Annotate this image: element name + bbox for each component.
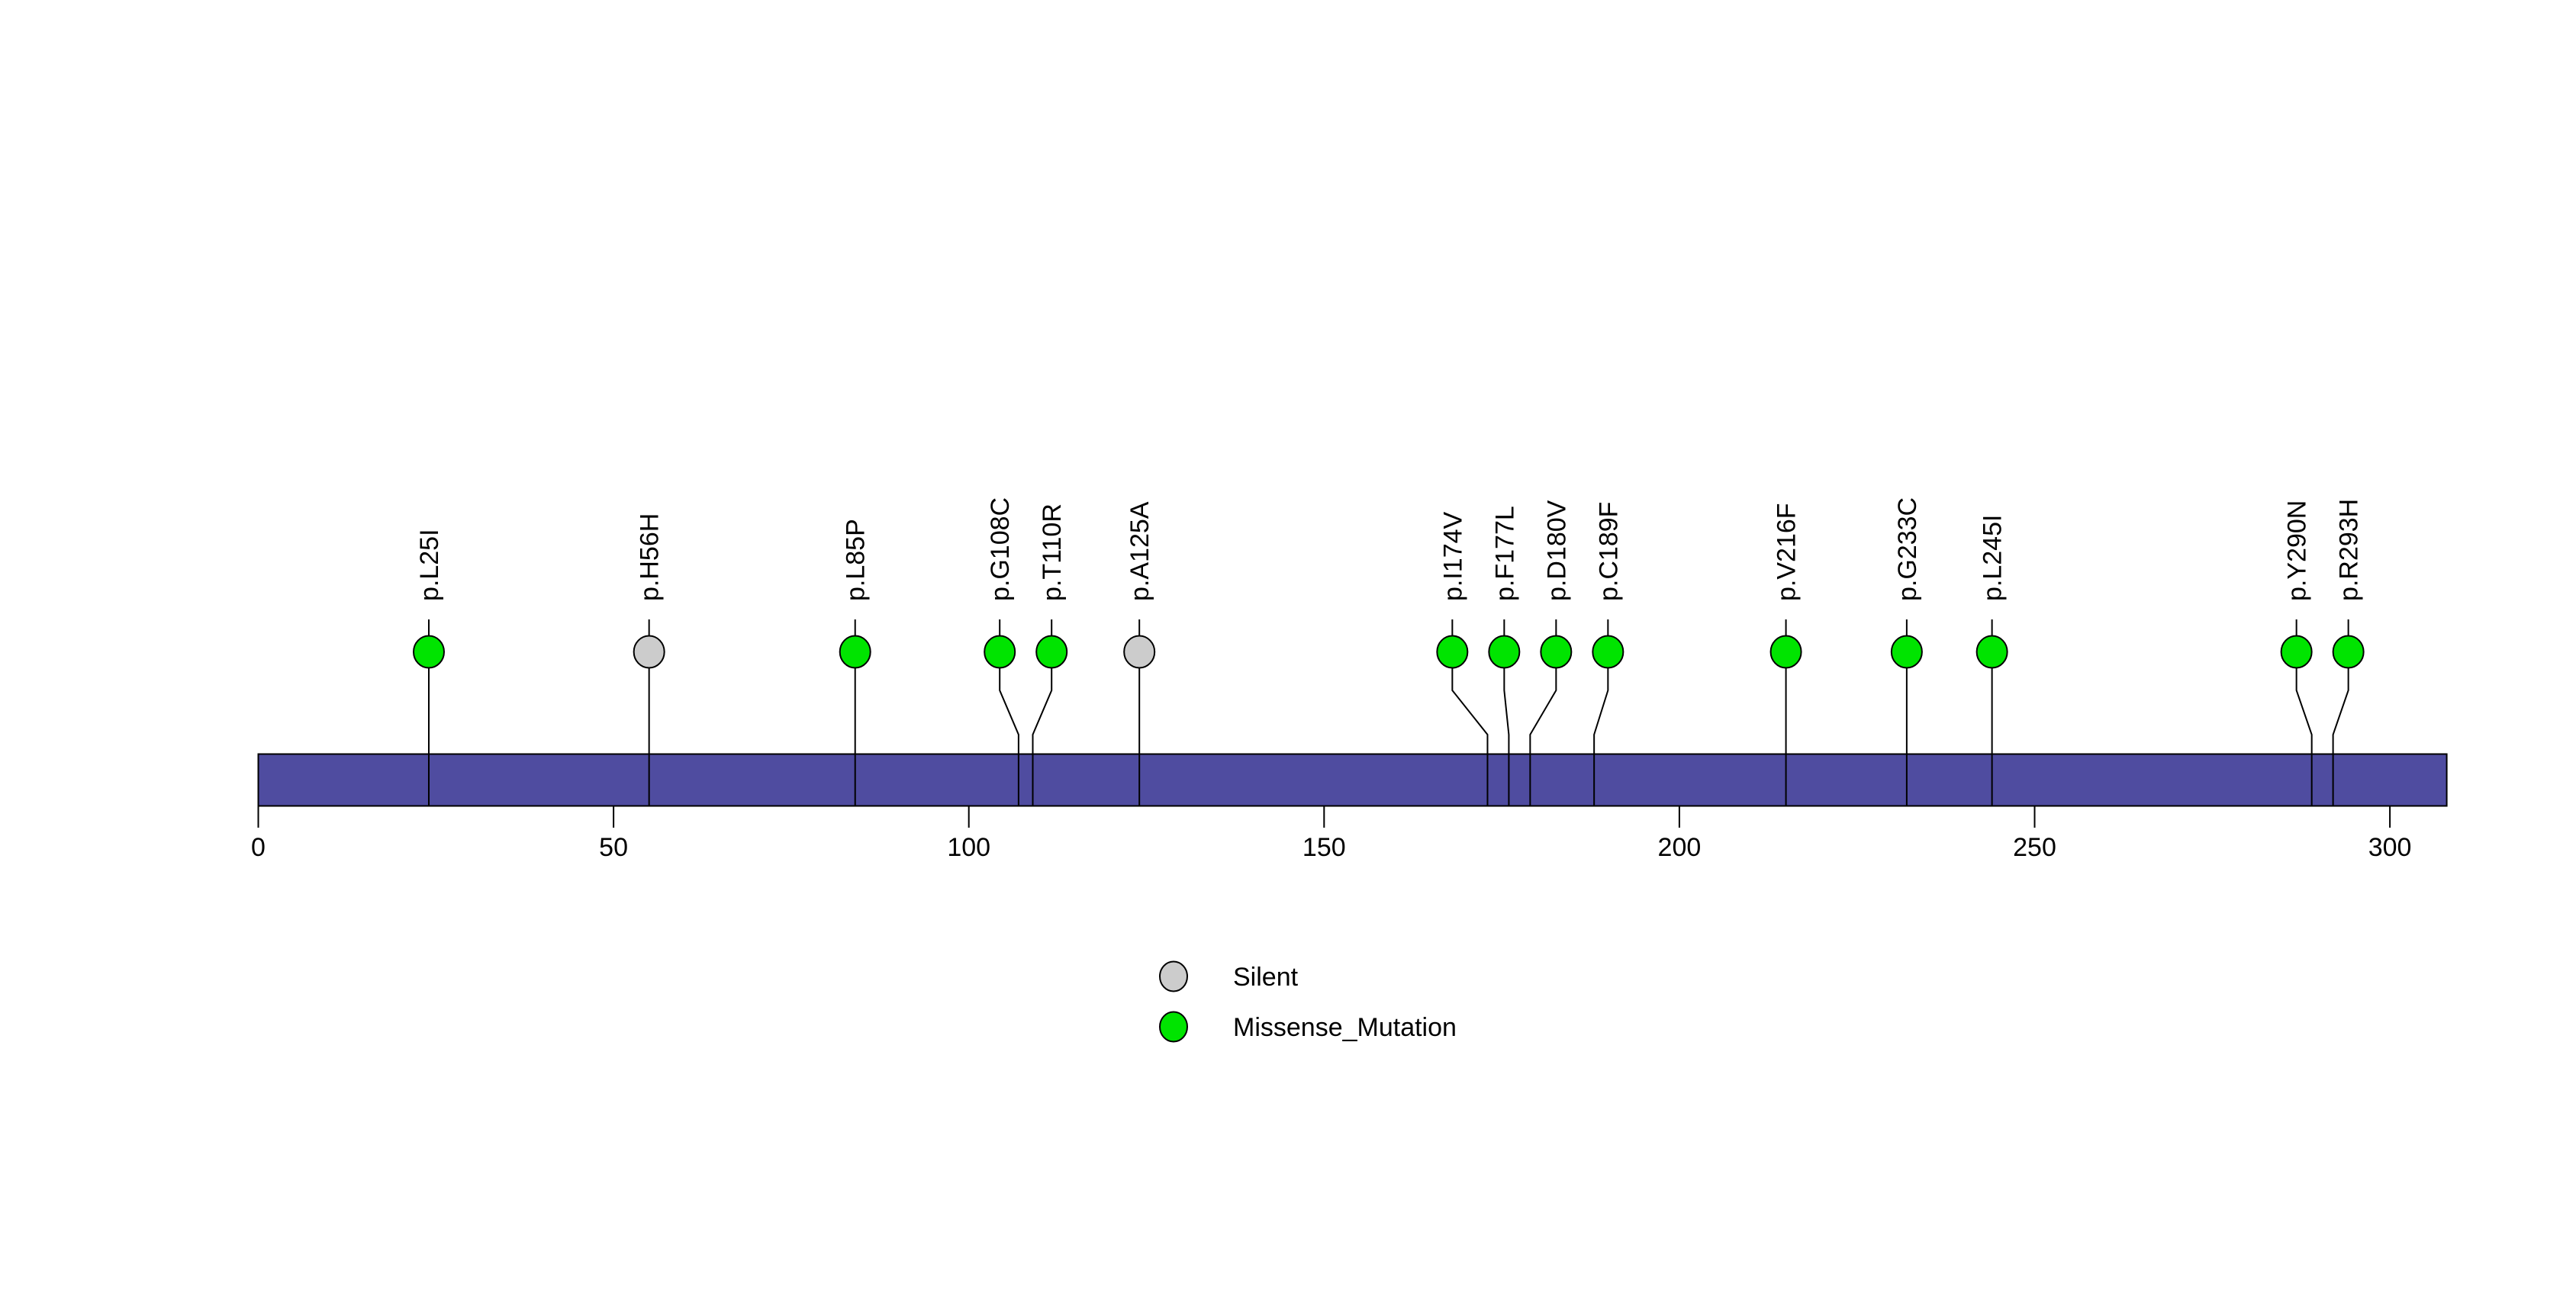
mutation-label: p.A125A [1125,501,1154,601]
mutation-circle [1769,635,1802,669]
mutation-label: p.F177L [1490,506,1519,601]
mutation-circle [633,635,665,669]
mutation-circle [2280,635,2313,669]
mutation-circle [1035,635,1068,669]
mutation-circle [1890,635,1923,669]
mutation-label: p.L85P [842,519,871,601]
mutation-label: p.R293H [2335,499,2364,601]
mutation-circle [1975,635,2008,669]
x-axis: 0 50 100 150 200 250 300 [251,806,2412,862]
mutation-circle [412,635,445,669]
mutation-label: p.Y290N [2283,500,2312,601]
axis-tick-label: 200 [1658,833,1702,862]
mutation-circle [1436,635,1469,669]
axis-tick-label: 250 [2013,833,2056,862]
mutation-circles [412,635,2365,669]
mutation-circle [2332,635,2365,669]
mutation-label: p.V216F [1773,503,1802,601]
legend-swatch-silent [1159,960,1188,992]
axis-tick-label: 50 [599,833,628,862]
mutation-circle [1540,635,1573,669]
mutation-labels: p.L25I p.H56H p.L85P p.G108C p.T110R p.A125A p… [415,497,2364,601]
mutation-label: p.G108C [986,497,1015,601]
axis-tick-label: 100 [947,833,990,862]
mutation-label: p.L245I [1979,515,2008,601]
mutation-circle [1592,635,1624,669]
protein-bar [257,753,2448,807]
mutation-label: p.H56H [636,513,665,601]
mutation-label: p.C189F [1594,502,1623,601]
mutation-label: p.L25I [415,529,444,601]
mutation-circle [1488,635,1521,669]
axis-tick-label: 150 [1302,833,1346,862]
axis-tick-label: 300 [2368,833,2412,862]
legend-label: Missense_Mutation [1233,1013,1457,1042]
mutation-circle [984,635,1016,669]
axis-tick-label: 0 [251,833,266,862]
legend-label: Silent [1233,963,1299,992]
mutation-label: p.D180V [1542,500,1571,601]
mutation-label: p.G233C [1893,497,1922,601]
mutation-label: p.I174V [1438,511,1467,601]
mutation-circle [1123,635,1156,669]
legend-swatch-missense_mutation [1159,1011,1188,1043]
mutation-circle [839,635,871,669]
mutation-label: p.T110R [1038,503,1067,601]
